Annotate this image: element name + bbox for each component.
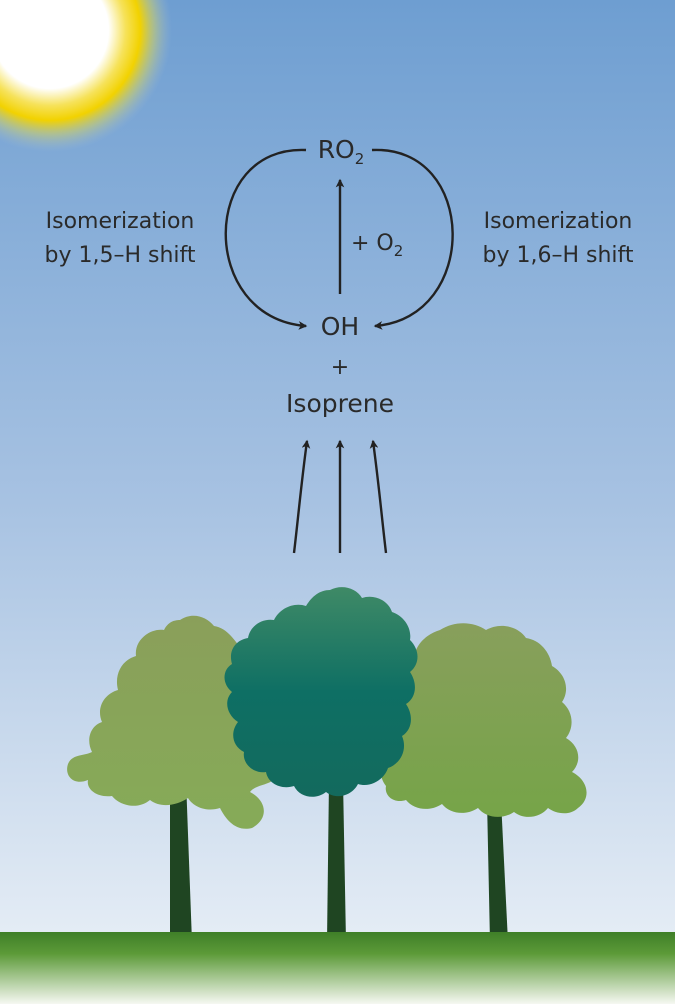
ro2-label: RO2: [318, 135, 365, 168]
plus-sign: +: [331, 355, 349, 380]
svg-text:Isomerization: Isomerization: [484, 209, 633, 234]
right-isomerization-label: Isomerization by 1,6–H shift: [482, 209, 633, 268]
emission-arrow-left: [292, 439, 311, 554]
svg-text:by 1,6–H shift: by 1,6–H shift: [482, 243, 633, 268]
center-tree-trunk: [327, 780, 346, 942]
center-tree-canopy: [224, 587, 418, 797]
left-tree-trunk: [170, 780, 192, 942]
right-tree-canopy: [381, 623, 587, 817]
left-isomerization-label: Isomerization by 1,5–H shift: [44, 209, 195, 268]
sun-icon: [0, 0, 172, 152]
oxygen-label: + O2: [351, 231, 403, 260]
svg-text:by 1,5–H shift: by 1,5–H shift: [44, 243, 195, 268]
grass-ground: [0, 932, 675, 1004]
left-tree-canopy: [67, 615, 279, 829]
oh-label: OH: [321, 312, 359, 341]
tree-trunks: [170, 780, 508, 942]
oh-ro2-cycle: [224, 148, 454, 330]
right-isomerization-arrow: [371, 148, 454, 330]
left-isomerization-arrow: [224, 148, 308, 330]
isoprene-label: Isoprene: [286, 389, 394, 418]
emission-arrow-right: [369, 439, 388, 554]
right-tree-trunk: [487, 800, 508, 942]
svg-text:Isomerization: Isomerization: [46, 209, 195, 234]
isoprene-emission-arrows: [292, 439, 388, 554]
